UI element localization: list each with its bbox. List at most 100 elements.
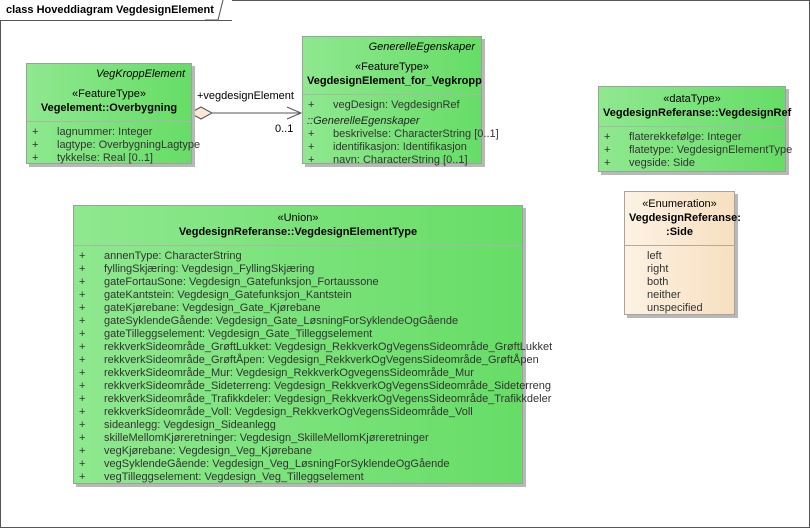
public-visibility-icon: + [79, 380, 86, 392]
public-visibility-icon: + [79, 263, 86, 275]
class-stereotype: «FeatureType» [72, 88, 146, 100]
aggregation-diamond-icon [188, 106, 214, 120]
public-visibility-icon: + [79, 328, 86, 340]
attribute-text: rekkverkSideområde_Trafikkdeler: Vegdesi… [104, 393, 552, 405]
attribute-text: vegside: Side [629, 157, 696, 169]
arrowhead-icon [286, 106, 303, 120]
association-role: +vegdesignElement [197, 90, 294, 102]
attribute-text: gateKjørebane: Vegdesign_Gate_Kjørebane [104, 302, 321, 314]
attribute-row: +gateFortauSone: Vegdesign_Gatefunksjon_… [74, 276, 522, 289]
public-visibility-icon: + [79, 341, 86, 353]
attribute-text: rekkverkSideområde_GrøftÅpen: Vegdesign_… [104, 354, 539, 366]
class-attributes: + lagnummer: Integer+lagtype: Overbygning… [27, 122, 200, 168]
public-visibility-icon: + [79, 419, 86, 431]
class-attributes: + annenType: CharacterString + fyllingSkjær… [74, 246, 552, 487]
class-stereotype: «Union» [277, 212, 319, 224]
public-visibility-icon: + [308, 141, 315, 153]
attribute-text: rekkverkSideområde_Mur: Vegdesign_Rekkve… [104, 367, 474, 379]
class-header: «dataType»VegdesignReferanse::VegdesignR… [599, 87, 792, 127]
attribute-text: rekkverkSideområde_Sideterreng: Vegdesig… [104, 380, 551, 392]
attribute-text: gateFortauSone: Vegdesign_Gatefunksjon_F… [104, 276, 379, 288]
class-package-label: GenerelleEgenskaper [368, 41, 475, 53]
public-visibility-icon: + [79, 250, 86, 262]
attribute-text: vegTilleggselement: Vegdesign_Veg_Tilleg… [104, 471, 364, 483]
enum-literal: left [647, 250, 662, 262]
attribute-row: + rekkverkSideområde_Trafikkdeler: Vegdes… [74, 393, 551, 406]
attribute-row: +identifikasjon: Identifikasjon [303, 141, 481, 154]
public-visibility-icon: + [79, 432, 86, 444]
public-visibility-icon: + [79, 393, 86, 405]
class-overbygning[interactable]: VegKroppElement«FeatureType»Vegelement::… [26, 63, 200, 164]
public-visibility-icon: + [79, 315, 86, 327]
attribute-text: lagnummer: Integer [57, 126, 153, 138]
attribute-text: beskrivelse: CharacterString [0..1] [333, 128, 499, 140]
attribute-text: navn: CharacterString [0..1] [333, 154, 468, 166]
public-visibility-icon: + [308, 128, 315, 140]
class-header: «Union»VegdesignReferanse::VegdesignElem… [74, 206, 522, 246]
attribute-row: +rekkverkSideområde_GrøftLukket: Vegdesi… [74, 341, 552, 354]
attribute-row: + gateKantstein: Vegdesign_Gatefunksjon_K… [74, 289, 522, 302]
attribute-text: lagtype: OverbygningLagtype [57, 139, 201, 151]
public-visibility-icon: + [308, 99, 315, 111]
attribute-row: +tykkelse: Real [0..1] [27, 152, 191, 165]
attribute-row: + gateSyklendeGående: Vegdesign_Gate_Løsn… [74, 315, 522, 328]
enum-literal: unspecified [647, 302, 703, 314]
attribute-text: sideanlegg: Vegdesign_Sideanlegg [104, 419, 276, 431]
attribute-text: rekkverkSideområde_Voll: Vegdesign_Rekkv… [104, 406, 473, 418]
public-visibility-icon: + [79, 445, 86, 457]
class-header: «Enumeration»VegdesignReferanse::Side [625, 192, 741, 246]
public-visibility-icon: + [79, 406, 86, 418]
class-vegdesignelementtype[interactable]: «Union»VegdesignReferanse::VegdesignElem… [73, 205, 552, 487]
class-name: VegdesignReferanse: [629, 212, 741, 224]
attribute-text: gateTilleggselement: Vegdesign_Gate_Till… [104, 328, 373, 340]
attribute-row: + vegside: Side [599, 157, 785, 170]
public-visibility-icon: + [604, 157, 611, 169]
public-visibility-icon: + [308, 154, 315, 166]
diagram-title: class Hoveddiagram VegdesignElement [0, 0, 232, 21]
attribute-row: +vegTilleggselement: Vegdesign_Veg_Tille… [74, 471, 522, 484]
class-header: VegKroppElement«FeatureType»Vegelement::… [27, 64, 191, 122]
attribute-row: + rekkverkSideområde_Voll: Vegdesign_Rekk… [74, 406, 522, 419]
attribute-text: tykkelse: Real [0..1] [57, 152, 153, 164]
attribute-text: skilleMellomKjøreretninger: Vegdesign_Sk… [104, 432, 429, 444]
public-visibility-icon: + [79, 302, 86, 314]
class-vegdesignelement-for-vegkropp[interactable]: GenerelleEgenskaper «FeatureType» Vegdesig… [302, 36, 499, 166]
attribute-row: + skilleMellomKjøreretninger: Vegdesign_S… [74, 432, 522, 445]
attribute-row: + annenType: CharacterString [74, 250, 522, 263]
public-visibility-icon: + [79, 289, 86, 301]
attribute-row: + rekkverkSideområde_Mur: Vegdesign_Rekkv… [74, 367, 522, 380]
class-vegdesignref[interactable]: «dataType»VegdesignReferanse::VegdesignR… [598, 86, 792, 173]
public-visibility-icon: + [79, 367, 86, 379]
class-stereotype: «Enumeration» [642, 198, 717, 210]
class-attributes: +flaterekkefølge: Integer + flatetype: Veg… [599, 127, 792, 173]
attribute-text: fyllingSkjæring: Vegdesign_FyllingSkjæri… [104, 263, 315, 275]
attribute-row: + gateKjørebane: Vegdesign_Gate_Kjørebane [74, 302, 522, 315]
public-visibility-icon: + [79, 354, 86, 366]
class-name: Vegelement::Overbygning [40, 102, 178, 114]
class-attributes: +vegDesign: VegdesignRef::GenerelleEgens… [303, 95, 499, 170]
public-visibility-icon: + [79, 458, 86, 470]
attribute-text: vegDesign: VegdesignRef [333, 99, 460, 111]
attribute-row: +lagtype: OverbygningLagtype [27, 139, 200, 152]
enum-literal: both [647, 276, 669, 288]
attribute-row: +vegKjørebane: Vegdesign_Veg_Kjørebane [74, 445, 522, 458]
attribute-text: annenType: CharacterString [104, 250, 242, 262]
class-stereotype: «dataType» [663, 93, 721, 105]
class-stereotype: «FeatureType» [355, 61, 429, 73]
attribute-row: + sideanlegg: Vegdesign_Sideanlegg [74, 419, 522, 432]
attribute-text: gateKantstein: Vegdesign_Gatefunksjon_Ka… [104, 289, 352, 301]
class-name: VegdesignReferanse::VegdesignRef [603, 107, 792, 119]
public-visibility-icon: + [32, 126, 39, 138]
attribute-text: gateSyklendeGående: Vegdesign_Gate_Løsni… [104, 315, 459, 327]
attribute-row: + rekkverkSideområde_GrøftÅpen: Vegdesign… [74, 354, 539, 367]
attribute-row: + rekkverkSideområde_Sideterreng: Vegdesi… [74, 380, 551, 393]
attribute-row: + lagnummer: Integer [27, 126, 191, 139]
class-name: VegdesignElement_for_Vegkropp [307, 75, 482, 87]
title-tab-corner [205, 0, 224, 21]
attribute-row: +flaterekkefølge: Integer [599, 131, 785, 144]
attribute-text: flatetype: VegdesignElementType [629, 144, 793, 156]
